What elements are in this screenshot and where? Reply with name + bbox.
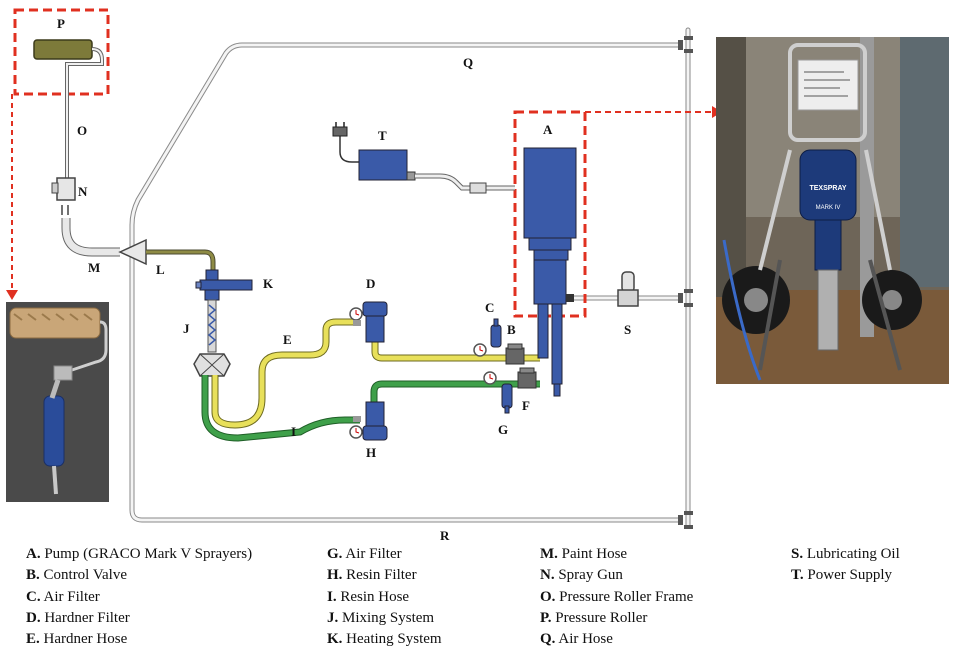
roller-photo-sleeve [9,307,101,339]
label-q: Q [463,55,473,70]
resin-filter [349,401,388,441]
sprayer-photo-model: MARK IV [816,205,841,211]
label-c: C [485,300,494,315]
resin-hose [370,380,540,404]
sprayer-photo-label-sheet [797,59,859,111]
roller-photo-handle [43,395,65,467]
roller-callout-arrow [6,290,18,300]
control-valve-f [483,367,537,389]
label-s: S [624,322,631,337]
legend-item-b: B. Control Valve [26,567,127,584]
roller-callout-box [13,8,110,96]
legend-item-t: T. Power Supply [791,567,892,584]
legend-item-a: A. Pump (GRACO Mark V Sprayers) [26,546,253,562]
pump [523,147,577,397]
legend-item-h: H. Resin Filter [327,567,417,584]
power-supply [332,122,515,194]
label-m: M [88,260,100,275]
label-i: I [291,424,296,439]
legend-item-g: G. Air Filter [327,546,402,562]
legend-item-q: Q. Air Hose [540,631,613,648]
legend-column-4: S. Lubricating Oil T. Power Supply [791,544,900,587]
label-o: O [77,123,87,138]
legend-item-k: K. Heating System [327,631,442,648]
air-hose-fittings [678,36,693,529]
legend-item-p: P. Pressure Roller [540,609,648,626]
air-filter-c [490,318,502,348]
label-b: B [507,322,516,337]
sprayer-photo-cart-frame [788,43,867,142]
legend-item-m: M. Paint Hose [540,546,628,562]
pressure-roller [33,39,93,60]
resin-hose-return [201,375,360,442]
label-r: R [440,528,450,543]
hardener-filter [349,301,388,343]
label-a: A [543,122,553,137]
legend-column-1: A. Pump (GRACO Mark V Sprayers) B. Contr… [26,544,252,650]
legend-column-3: M. Paint Hose N. Spray Gun O. Pressure R… [540,544,693,650]
label-l: L [156,262,165,277]
label-h: H [366,445,376,460]
label-f: F [522,398,530,413]
legend-item-o: O. Pressure Roller Frame [540,588,694,605]
legend-item-i: I. Resin Hose [327,588,410,605]
roller-photo-frame [71,320,108,372]
legend-item-n: N. Spray Gun [540,567,623,584]
legend-item-e: E. Hardner Hose [26,631,128,648]
label-t: T [378,128,387,143]
heating-system [195,269,253,301]
lubricating-oil [617,271,639,307]
label-g: G [498,422,508,437]
legend-item-d: D. Hardner Filter [26,609,130,626]
spray-gun [56,177,76,201]
legend-column-2: G. Air Filter H. Resin Filter I. Resin H… [327,544,442,650]
legend-item-s: S. Lubricating Oil [791,546,900,562]
control-valve-b [473,343,525,365]
label-e: E [283,332,292,347]
label-n: N [78,184,88,199]
legend-item-j: J. Mixing System [327,609,435,626]
roller-frame [65,47,104,180]
legend-item-c: C. Air Filter [26,588,100,605]
mixing-system [193,299,231,377]
sprayer-photo-brand: TEXSPRAY [809,185,846,192]
sprayer-photo: TEXSPRAY MARK IV [716,37,949,384]
pump-callout-box [513,110,587,318]
label-p: P [57,16,65,31]
roller-photo [6,302,109,502]
label-k: K [263,276,274,291]
label-j: J [183,321,190,336]
air-filter-g [501,383,513,414]
label-d: D [366,276,375,291]
